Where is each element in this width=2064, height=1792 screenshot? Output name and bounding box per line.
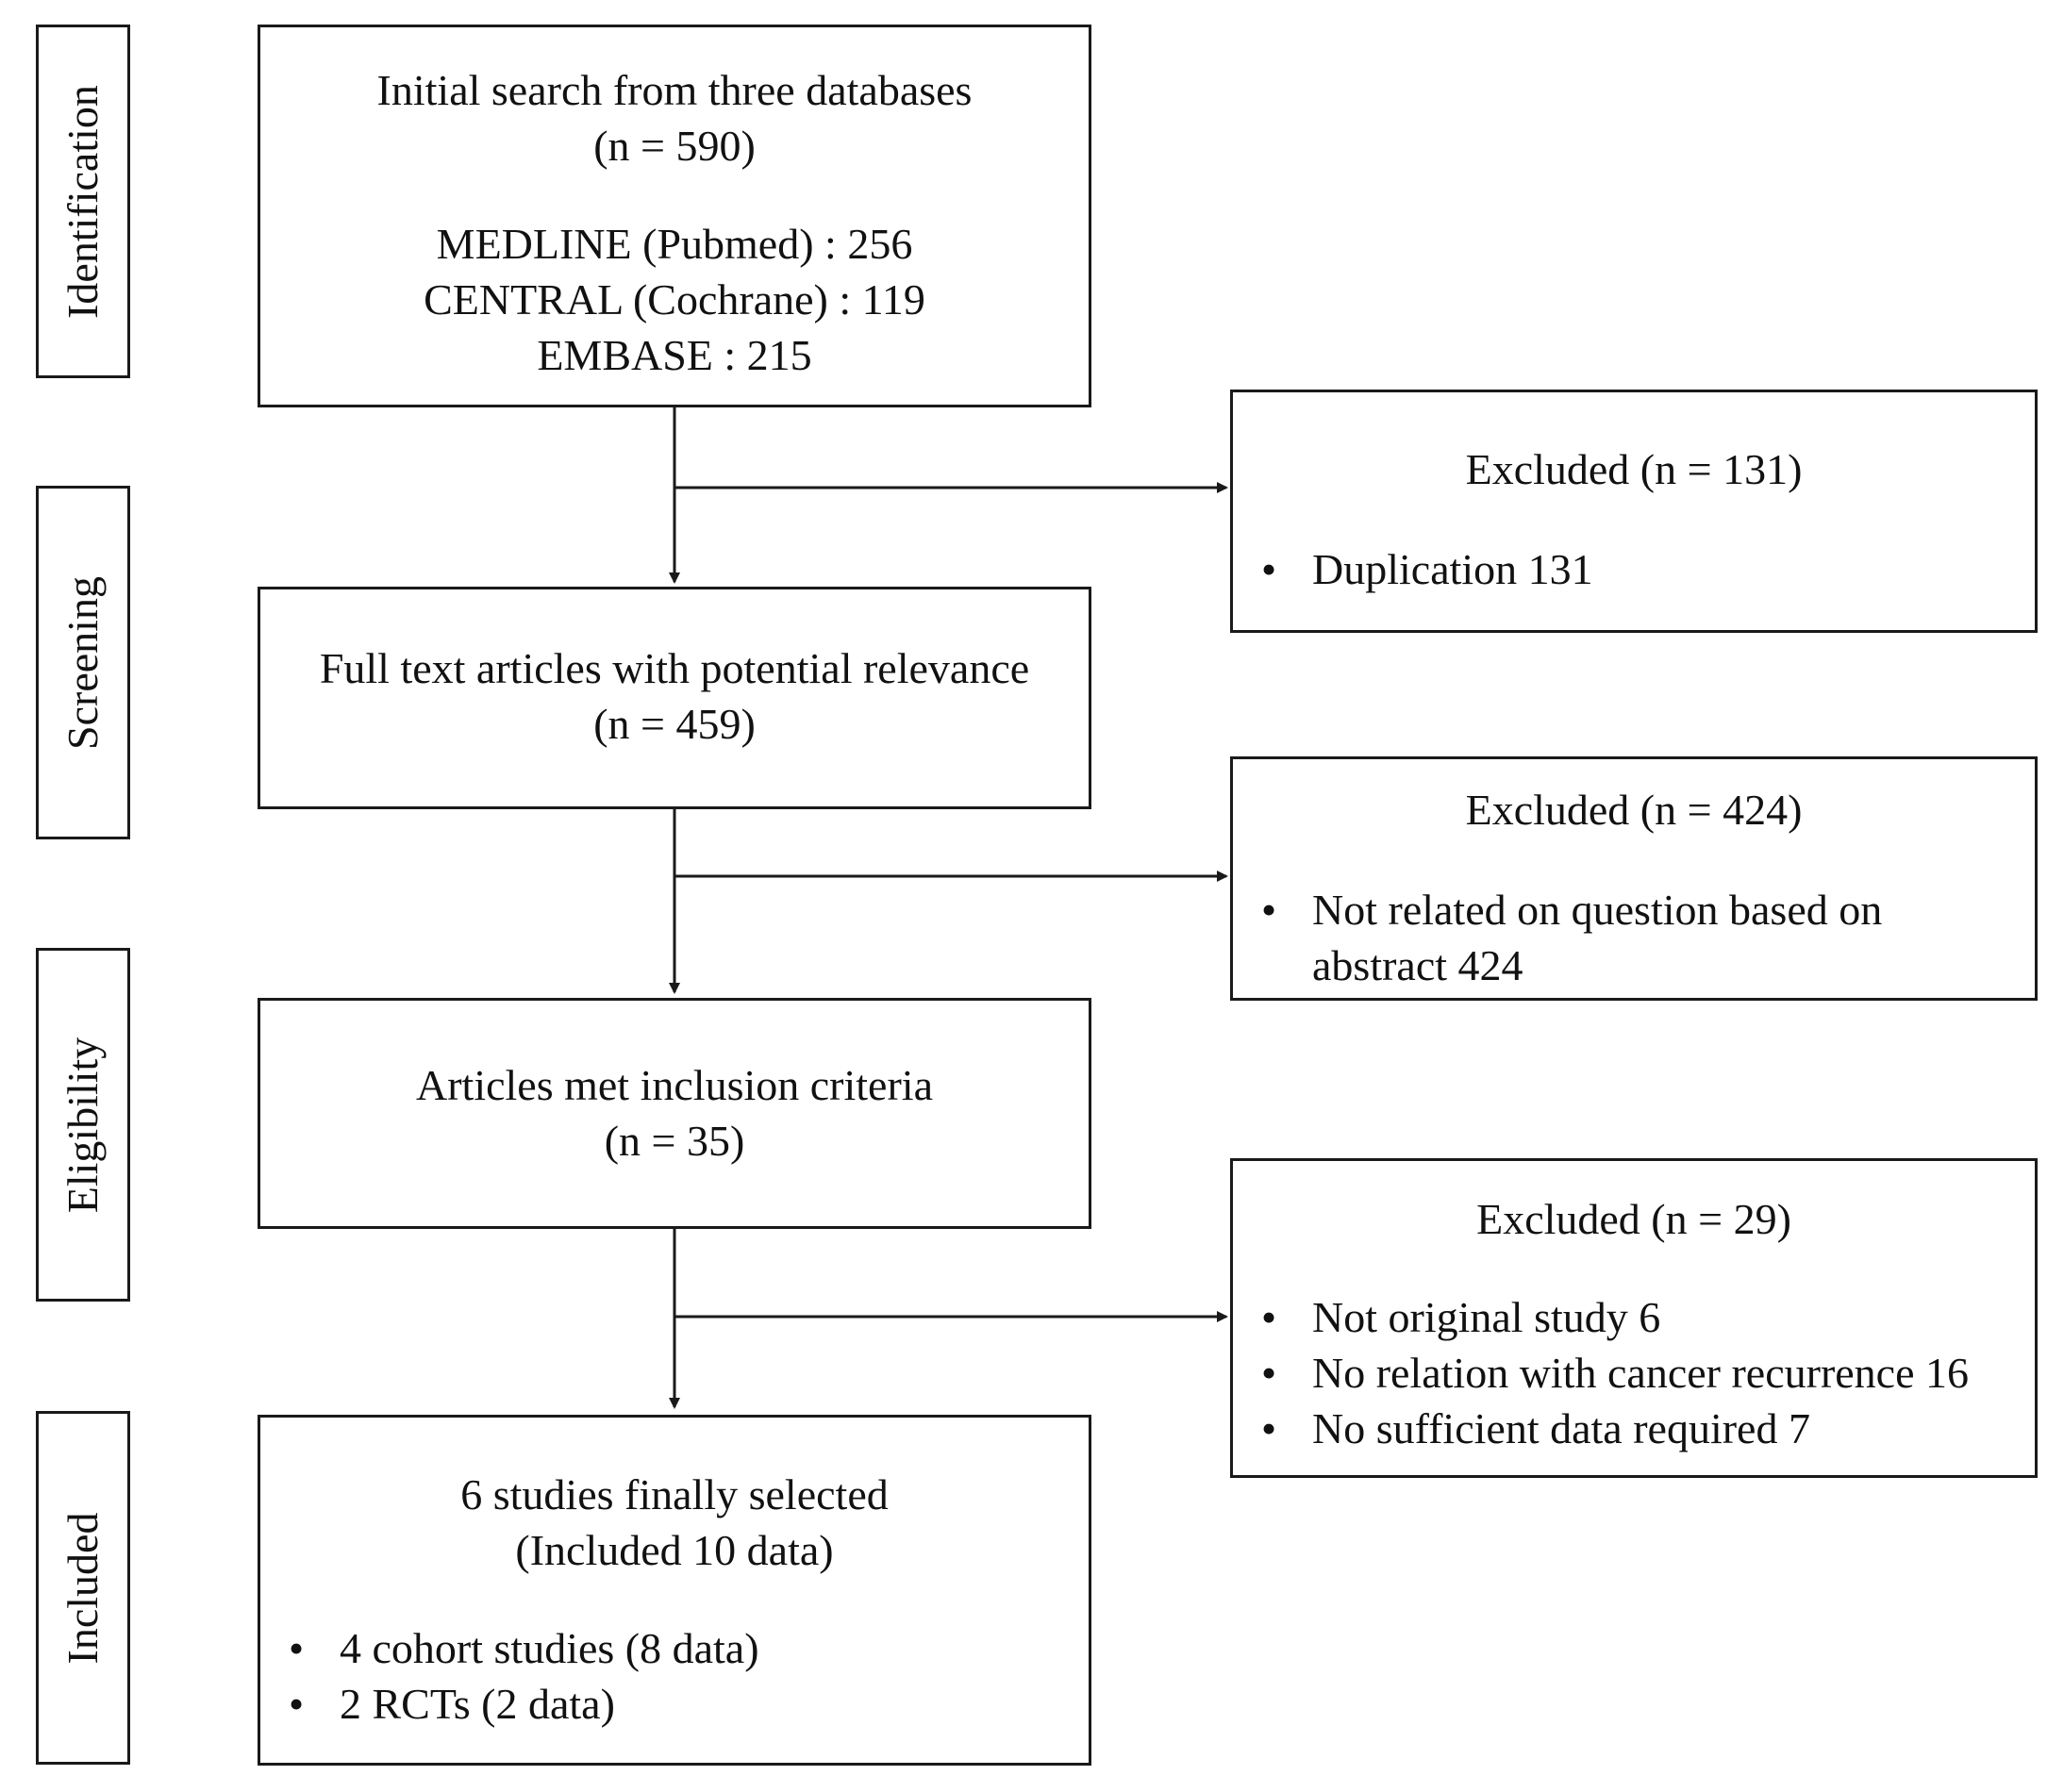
eligible-heading: Articles met inclusion criteria (n = 35)	[260, 1057, 1089, 1169]
stage-identification: Identification	[36, 25, 130, 378]
stage-eligibility: Eligibility	[36, 948, 130, 1302]
database-embase: EMBASE : 215	[537, 331, 812, 379]
excluded-3-title: Excluded (n = 29)	[1476, 1195, 1791, 1243]
box-fulltext: Full text articles with potential releva…	[258, 587, 1091, 809]
included-bullet-rct: 2 RCTs (2 data)	[260, 1676, 759, 1732]
excluded-3-bullet-not-original: Not original study 6	[1233, 1289, 1969, 1345]
included-bullet-cohort: 4 cohort studies (8 data)	[260, 1620, 759, 1676]
fulltext-title: Full text articles with potential releva…	[319, 644, 1030, 692]
box-excluded-2: Excluded (n = 424) Not related on questi…	[1230, 756, 2038, 1001]
excluded-3-bullet-no-relation: No relation with cancer recurrence 16	[1233, 1345, 1969, 1401]
included-bullets: 4 cohort studies (8 data) 2 RCTs (2 data…	[260, 1620, 759, 1732]
box-excluded-1: Excluded (n = 131) Duplication 131	[1230, 390, 2038, 633]
included-count: (Included 10 data)	[515, 1526, 834, 1574]
eligible-count: (n = 35)	[604, 1117, 745, 1165]
eligible-title: Articles met inclusion criteria	[416, 1061, 933, 1109]
excluded-2-title: Excluded (n = 424)	[1465, 786, 1803, 834]
stage-screening: Screening	[36, 486, 130, 839]
excluded-1-bullet-duplication: Duplication 131	[1233, 541, 1593, 597]
stage-included: Included	[36, 1411, 130, 1765]
box-eligible: Articles met inclusion criteria (n = 35)	[258, 998, 1091, 1229]
excluded-1-title: Excluded (n = 131)	[1465, 445, 1803, 493]
fulltext-count: (n = 459)	[593, 700, 756, 748]
initial-search-heading: Initial search from three databases (n =…	[260, 62, 1089, 174]
box-initial-search: Initial search from three databases (n =…	[258, 25, 1091, 407]
excluded-2-bullets: Not related on question based on abstrac…	[1233, 882, 1950, 993]
database-medline: MEDLINE (Pubmed) : 256	[436, 220, 913, 268]
fulltext-heading: Full text articles with potential releva…	[260, 640, 1089, 752]
box-excluded-3: Excluded (n = 29) Not original study 6 N…	[1230, 1158, 2038, 1478]
excluded-1-bullets: Duplication 131	[1233, 541, 1593, 597]
box-included: 6 studies finally selected (Included 10 …	[258, 1415, 1091, 1766]
included-title: 6 studies finally selected	[460, 1470, 889, 1518]
initial-search-title: Initial search from three databases	[376, 66, 973, 114]
excluded-3-bullets: Not original study 6 No relation with ca…	[1233, 1289, 1969, 1456]
included-heading: 6 studies finally selected (Included 10 …	[260, 1467, 1089, 1578]
database-list: MEDLINE (Pubmed) : 256 CENTRAL (Cochrane…	[260, 216, 1089, 383]
initial-search-count: (n = 590)	[593, 122, 756, 170]
excluded-3-bullet-no-data: No sufficient data required 7	[1233, 1401, 1969, 1456]
database-central: CENTRAL (Cochrane) : 119	[424, 275, 925, 324]
excluded-2-bullet-not-related: Not related on question based on abstrac…	[1233, 882, 1950, 993]
